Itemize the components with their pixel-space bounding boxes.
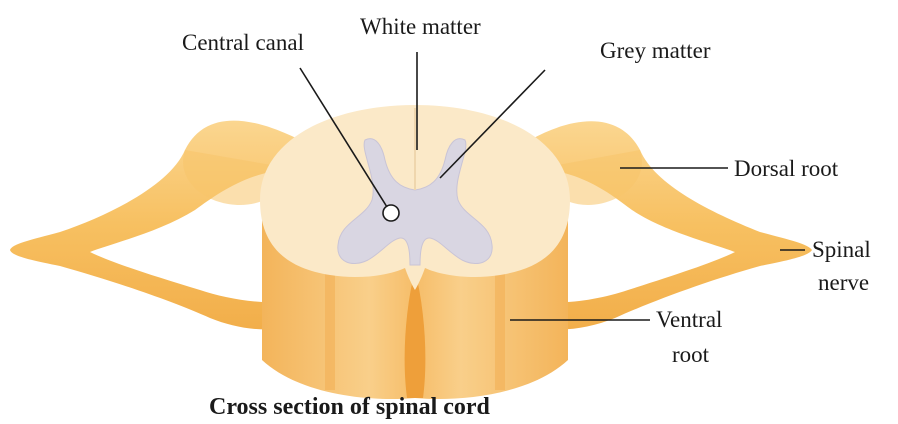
right-nerve bbox=[530, 121, 812, 329]
diagram-caption: Cross section of spinal cord bbox=[209, 394, 491, 420]
label-dorsal-root: Dorsal root bbox=[734, 156, 839, 181]
left-nerve-shape bbox=[10, 121, 300, 330]
label-grey-matter: Grey matter bbox=[600, 38, 711, 63]
label-central-canal: Central canal bbox=[182, 30, 304, 55]
label-spinal-nerve-2: nerve bbox=[818, 270, 869, 295]
label-ventral-root-2: root bbox=[672, 342, 710, 367]
left-nerve bbox=[10, 121, 300, 330]
central-canal-mark bbox=[383, 205, 399, 221]
label-white-matter: White matter bbox=[360, 14, 481, 39]
label-spinal-nerve-1: Spinal bbox=[812, 237, 871, 262]
label-ventral-root-1: Ventral bbox=[656, 307, 722, 332]
right-nerve-shape bbox=[530, 121, 812, 329]
